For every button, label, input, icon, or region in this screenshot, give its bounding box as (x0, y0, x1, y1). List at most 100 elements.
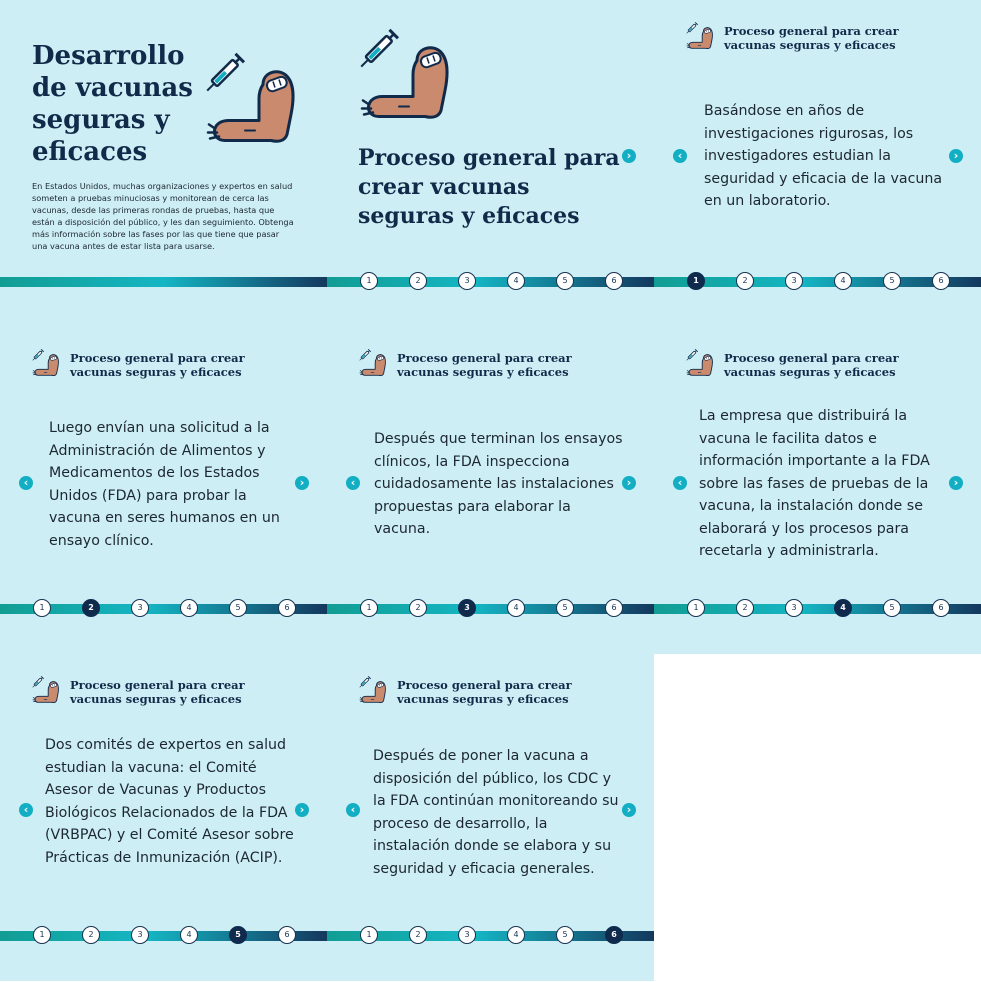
next-arrow-button[interactable]: › (949, 149, 963, 163)
step-2-button[interactable]: 2 (82, 599, 100, 617)
slide-header: Proceso general para crear vacunas segur… (32, 676, 290, 706)
cover-panel: Proceso general para crear vacunas segur… (327, 0, 654, 327)
step-4-button[interactable]: 4 (834, 272, 852, 290)
next-arrow-button[interactable]: › (622, 803, 636, 817)
slide-header: Proceso general para crear vacunas segur… (686, 349, 944, 379)
step-5-button[interactable]: 5 (883, 272, 901, 290)
arm-vaccine-icon (359, 28, 459, 123)
step-1-button[interactable]: 1 (33, 599, 51, 617)
arm-vaccine-icon (32, 349, 62, 377)
arm-vaccine-icon (32, 676, 62, 704)
prev-arrow-button[interactable]: ‹ (346, 476, 360, 490)
slide-header: Proceso general para crear vacunas segur… (359, 676, 617, 706)
prev-arrow-button[interactable]: ‹ (673, 476, 687, 490)
step-5-button[interactable]: 5 (556, 926, 574, 944)
step-6-button[interactable]: 6 (932, 272, 950, 290)
blank-area (654, 654, 981, 982)
step-4-button[interactable]: 4 (507, 272, 525, 290)
arm-vaccine-icon (686, 22, 716, 50)
step-6-button[interactable]: 6 (278, 926, 296, 944)
step-3-button[interactable]: 3 (458, 599, 476, 617)
step-5-button[interactable]: 5 (556, 599, 574, 617)
step-2-button[interactable]: 2 (409, 272, 427, 290)
step-2-button[interactable]: 2 (409, 599, 427, 617)
slide-header: Proceso general para crear vacunas segur… (359, 349, 617, 379)
step-3-button[interactable]: 3 (785, 599, 803, 617)
step-3-button[interactable]: 3 (785, 272, 803, 290)
progress-bar (654, 604, 981, 614)
arm-vaccine-icon (359, 349, 389, 377)
prev-arrow-button[interactable]: ‹ (673, 149, 687, 163)
step-1-button[interactable]: 1 (33, 926, 51, 944)
step-6-button[interactable]: 6 (605, 599, 623, 617)
slide-text: La empresa que distribuirá la vacuna le … (699, 408, 930, 559)
step-5-button[interactable]: 5 (229, 926, 247, 944)
step-4-button[interactable]: 4 (180, 599, 198, 617)
next-arrow-button[interactable]: › (949, 476, 963, 490)
slide-panel-3: Proceso general para crear vacunas segur… (327, 327, 654, 654)
slide-text: Luego envían una solicitud a la Administ… (49, 420, 280, 549)
step-4-button[interactable]: 4 (507, 599, 525, 617)
step-1-button[interactable]: 1 (687, 599, 705, 617)
step-2-button[interactable]: 2 (736, 599, 754, 617)
step-5-button[interactable]: 5 (229, 599, 247, 617)
slide-text: Después de poner la vacuna a disposición… (373, 748, 619, 877)
prev-arrow-button[interactable]: ‹ (19, 476, 33, 490)
step-3-button[interactable]: 3 (131, 926, 149, 944)
step-indicator: 1 2 3 4 5 6 (327, 926, 654, 946)
slide-header-title: Proceso general para crear vacunas segur… (724, 351, 899, 379)
step-2-button[interactable]: 2 (736, 272, 754, 290)
next-arrow-button[interactable]: › (295, 476, 309, 490)
step-1-button[interactable]: 1 (360, 926, 378, 944)
step-4-button[interactable]: 4 (834, 599, 852, 617)
step-indicator: 1 2 3 4 5 6 (327, 272, 654, 292)
cover-title: Proceso general para crear vacunas segur… (358, 145, 620, 229)
intro-text: En Estados Unidos, muchas organizaciones… (32, 181, 294, 251)
step-1-button[interactable]: 1 (360, 599, 378, 617)
step-1-button[interactable]: 1 (360, 272, 378, 290)
step-indicator: 1 2 3 4 5 6 (654, 599, 981, 619)
slide-header-title: Proceso general para crear vacunas segur… (70, 678, 245, 706)
step-4-button[interactable]: 4 (507, 926, 525, 944)
step-3-button[interactable]: 3 (458, 926, 476, 944)
step-6-button[interactable]: 6 (605, 926, 623, 944)
slide-panel-1: Proceso general para crear vacunas segur… (654, 0, 981, 327)
next-arrow-button[interactable]: › (622, 476, 636, 490)
progress-bar (327, 604, 654, 614)
step-indicator: 1 2 3 4 5 6 (654, 272, 981, 292)
step-1-button[interactable]: 1 (687, 272, 705, 290)
next-arrow-button[interactable]: › (622, 149, 636, 163)
slide-text: Basándose en años de investigaciones rig… (704, 103, 943, 209)
progress-bar (0, 604, 327, 614)
step-6-button[interactable]: 6 (605, 272, 623, 290)
slide-header: Proceso general para crear vacunas segur… (32, 349, 290, 379)
step-5-button[interactable]: 5 (883, 599, 901, 617)
next-arrow-button[interactable]: › (295, 803, 309, 817)
slide-header-title: Proceso general para crear vacunas segur… (397, 678, 572, 706)
step-4-button[interactable]: 4 (180, 926, 198, 944)
slide-panel-5: Proceso general para crear vacunas segur… (0, 654, 327, 981)
progress-bar (0, 931, 327, 941)
step-5-button[interactable]: 5 (556, 272, 574, 290)
slide-header-title: Proceso general para crear vacunas segur… (70, 351, 245, 379)
step-6-button[interactable]: 6 (932, 599, 950, 617)
progress-bar (654, 277, 981, 287)
intro-panel: Desarrollo de vacunas seguras y eficaces… (0, 0, 327, 327)
step-indicator: 1 2 3 4 5 6 (0, 599, 327, 619)
slide-header-title: Proceso general para crear vacunas segur… (397, 351, 572, 379)
step-2-button[interactable]: 2 (82, 926, 100, 944)
prev-arrow-button[interactable]: ‹ (346, 803, 360, 817)
arm-vaccine-icon (205, 52, 305, 147)
step-3-button[interactable]: 3 (131, 599, 149, 617)
slide-panel-2: Proceso general para crear vacunas segur… (0, 327, 327, 654)
intro-title: Desarrollo de vacunas seguras y eficaces (32, 41, 193, 167)
step-6-button[interactable]: 6 (278, 599, 296, 617)
arm-vaccine-icon (686, 349, 716, 377)
slide-panel-6: Proceso general para crear vacunas segur… (327, 654, 654, 981)
slide-text: Después que terminan los ensayos clínico… (374, 431, 623, 537)
step-3-button[interactable]: 3 (458, 272, 476, 290)
step-2-button[interactable]: 2 (409, 926, 427, 944)
prev-arrow-button[interactable]: ‹ (19, 803, 33, 817)
arm-vaccine-icon (359, 676, 389, 704)
